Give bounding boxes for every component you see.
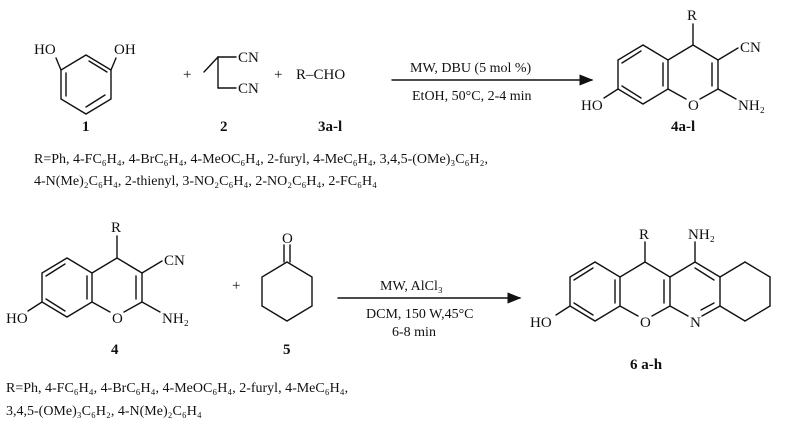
product-6-ho: HO (530, 315, 552, 331)
resorcinol-oh-right: OH (114, 42, 136, 58)
cyclohexanone-structure: O 5 (261, 231, 313, 358)
compound-number-5: 5 (283, 342, 291, 358)
malononitrile-cn-top: CN (238, 50, 259, 66)
cyclohexanone-oxygen: O (282, 231, 293, 247)
r-groups-2-line-1: R=Ph, 4-FC₆H₄, 4-BrC₆H₄, 4-MeOC₆H₄, 2-fu… (6, 381, 348, 396)
conditions-2-below-2: 6-8 min (392, 325, 436, 340)
conditions-2-below-1: DCM, 150 W,45°C (366, 307, 474, 322)
r-groups-1-line-2: 4-N(Me)₂C₆H₄, 2-thienyl, 3-NO₂C₆H₄, 2-NO… (34, 174, 377, 189)
compound-number-2: 2 (220, 119, 228, 135)
product-6-r: R (639, 227, 649, 243)
conditions-1-below: EtOH, 50°C, 2-4 min (412, 89, 532, 104)
chromene-product-structure: R CN HO O NH₂ 4a-l (581, 8, 765, 135)
chromene-reactant-structure: R CN HO O NH₂ 4 (6, 220, 189, 358)
product-4-r: R (687, 8, 697, 24)
product-6-ring-nitrogen: N (690, 315, 701, 331)
conditions-2-above: MW, AlCl₃ (380, 279, 443, 294)
reactant-4-nh2: NH₂ (162, 311, 189, 327)
product-6-nh2: NH₂ (688, 227, 715, 243)
reactant-4-ring-oxygen: O (112, 311, 123, 327)
conditions-1-above: MW, DBU (5 mol %) (410, 61, 532, 76)
product-4-ring-oxygen: O (688, 98, 699, 114)
r-groups-2-line-2: 3,4,5-(OMe)₃C₆H₂, 4-N(Me)₂C₆H₄ (6, 404, 202, 419)
malononitrile-structure: CN CN 2 (203, 50, 259, 135)
chromenopyridine-product-structure: R NH₂ HO O N 6 a-h (530, 227, 771, 373)
resorcinol-structure: HO OH 1 (34, 42, 136, 135)
plus-sign-1: + (183, 67, 191, 83)
reactant-4-r: R (111, 220, 121, 236)
aldehyde-formula: R–CHO (296, 67, 345, 83)
r-groups-1-line-1: R=Ph, 4-FC₆H₄, 4-BrC₆H₄, 4-MeOC₆H₄, 2-fu… (34, 152, 488, 167)
resorcinol-oh-left: HO (34, 42, 56, 58)
plus-sign-2: + (274, 67, 282, 83)
product-4-cn: CN (740, 40, 761, 56)
compound-number-3a-l: 3a-l (318, 119, 342, 135)
reactant-4-ho: HO (6, 311, 28, 327)
malononitrile-cn-bottom: CN (238, 81, 259, 97)
compound-number-1: 1 (82, 119, 90, 135)
product-4-nh2: NH₂ (738, 98, 765, 114)
compound-number-4a-l: 4a-l (671, 119, 695, 135)
plus-sign-3: + (232, 278, 240, 294)
product-6-ring-oxygen: O (640, 315, 651, 331)
product-4-ho: HO (581, 98, 603, 114)
reactant-4-cn: CN (164, 253, 185, 269)
compound-number-6a-h: 6 a-h (630, 357, 663, 373)
compound-number-4: 4 (111, 342, 119, 358)
